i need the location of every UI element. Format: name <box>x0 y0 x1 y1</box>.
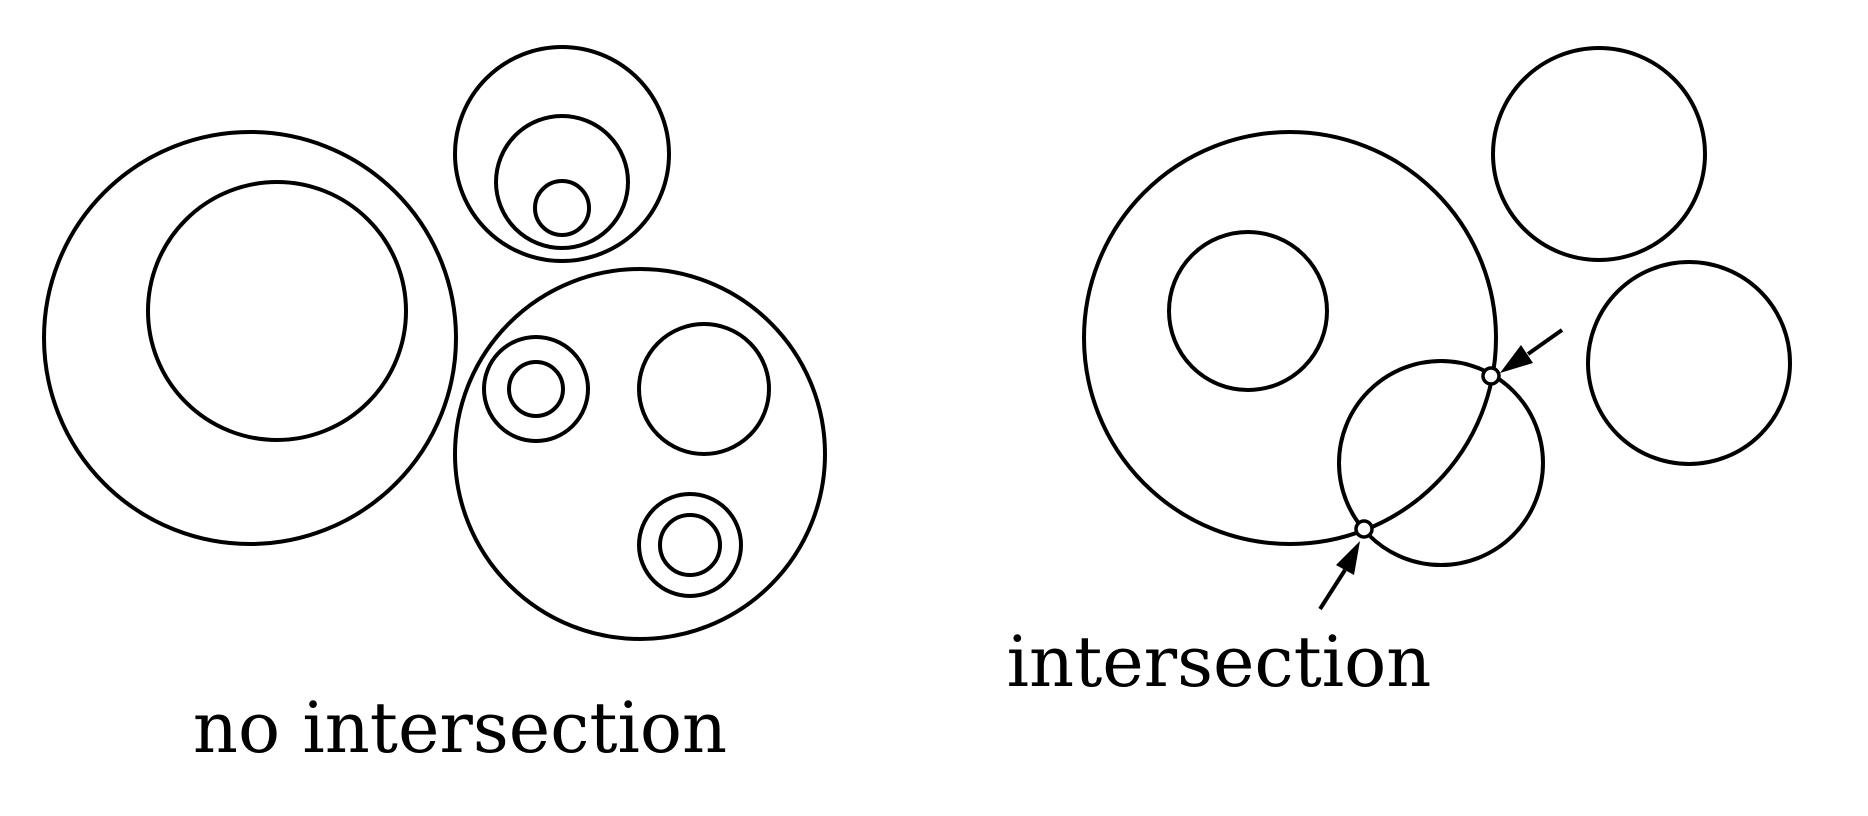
ring-pair-outer <box>482 335 590 443</box>
right-inner-circle <box>1167 230 1329 392</box>
top-outer-circle <box>453 45 671 263</box>
intersecting-circle <box>1337 359 1545 567</box>
caption-intersection: intersection <box>1007 621 1432 703</box>
arrow-lower <box>1318 541 1360 611</box>
lower-container-circle-group <box>453 267 827 641</box>
lower-container-circle <box>453 267 827 641</box>
top-inner-circle <box>533 179 591 237</box>
caption-no-intersection: no intersection <box>193 687 727 769</box>
ring-pair-inner <box>507 360 565 418</box>
top-middle-circle <box>494 114 630 250</box>
intersection-point-upper <box>1481 366 1501 386</box>
arrow-lower-shaft <box>1318 568 1347 611</box>
ring-pair-lower-outer <box>637 492 743 598</box>
ring-pair-lower-inner <box>658 513 722 577</box>
top-nested-circle-group <box>453 45 671 263</box>
large-outer-circle <box>42 130 458 546</box>
arrow-upper-shaft <box>1526 328 1564 356</box>
arrow-upper <box>1500 328 1564 373</box>
panel-intersection: intersection <box>1007 46 1792 703</box>
right-side-circle <box>1586 260 1792 466</box>
large-inner-circle <box>146 180 408 442</box>
plain-inner-circle <box>637 322 771 456</box>
right-top-circle <box>1491 46 1707 262</box>
right-large-circle <box>1082 130 1498 546</box>
arrow-upper-head <box>1500 345 1533 373</box>
intersection-point-lower <box>1354 519 1374 539</box>
arrow-lower-head <box>1336 541 1360 575</box>
large-circle-group <box>42 130 458 546</box>
panel-no-intersection: no intersection <box>42 45 827 769</box>
